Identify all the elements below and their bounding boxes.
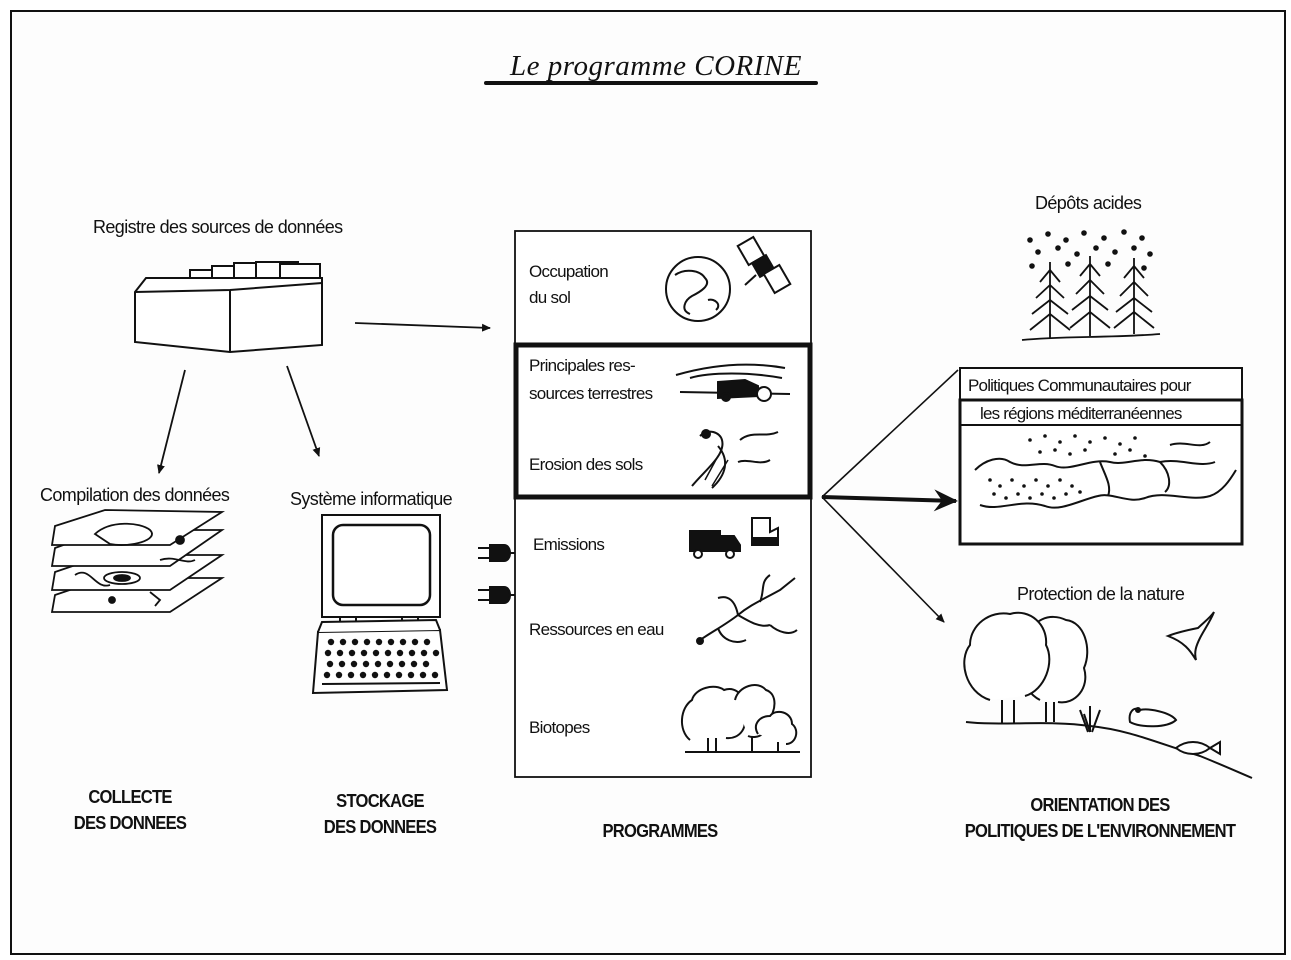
computer-icon [311,514,449,695]
politiques-line1: Politiques Communautaires pour [968,376,1191,395]
politiques-inner-box [958,398,1244,546]
title-underline [484,81,818,85]
arrow-to-protection [821,496,945,623]
nature-trees-icon [963,611,1089,724]
bird-icon [1165,611,1215,661]
programme-erosion: Erosion des sols [529,455,643,474]
satellite-icon [736,235,792,295]
system-label: Système informatique [290,489,453,509]
politiques-line2: les régions méditerranéennes [980,404,1182,423]
tractor-icon [675,363,791,402]
depots-label: Dépôts acides [1035,193,1142,213]
fish-icon [1174,740,1221,756]
arrow-registry-to-compilation [157,369,186,474]
erosion-icon [691,429,779,489]
connector-to-politiques-top [821,369,959,498]
map-dotted-area [988,434,1147,500]
page-title: Le programme CORINE [510,50,802,82]
keyboard-keys [323,638,440,679]
arrow-registry-to-programmes [354,322,491,332]
truck-icon [689,530,741,559]
programme-emissions: Emissions [533,535,605,554]
caption-collecte-line2: DES DONNEES [73,813,187,833]
caption-orientation: ORIENTATION DES POLITIQUES DE L'ENVIRONN… [953,792,1247,844]
mediterranean-map-icon [974,441,1237,509]
caption-orientation-line2: POLITIQUES DE L'ENVIRONNEMENT [964,821,1236,841]
programme-occupation-line2: du sol [529,288,571,307]
caption-collecte: COLLECTE DES DONNEES [56,784,203,836]
reed-icon [1079,706,1101,733]
plug-icons [478,544,515,604]
factory-icon [751,517,779,546]
caption-collecte-line1: COLLECTE [88,787,172,807]
programme-ressources-line1: Principales res- [529,356,636,375]
arrow-to-politiques [821,489,958,512]
caption-orientation-line1: ORIENTATION DES [1030,795,1170,815]
duck-icon [1128,707,1178,728]
programme-eau: Ressources en eau [529,620,664,639]
caption-stockage-line2: DES DONNEES [323,817,437,837]
biotope-trees-icon [681,684,800,753]
arrow-registry-to-system [286,365,321,457]
registry-label: Registre des sources de données [93,217,343,237]
programmes-highlight-box [513,342,813,500]
caption-stockage-line1: STOCKAGE [336,791,424,811]
protection-label: Protection de la nature [1017,584,1185,604]
compilation-label: Compilation des données [40,485,230,505]
river-network-icon [696,574,798,645]
map-layers-icon [50,509,226,613]
caption-programmes: PROGRAMMES [602,821,718,841]
pine-trees-icon [1021,256,1161,341]
caption-stockage: STOCKAGE DES DONNEES [306,788,453,840]
acid-rain-dots [1027,229,1153,271]
file-box-icon [134,261,323,354]
programme-occupation-line1: Occupation [529,262,609,281]
globe-icon [665,256,731,322]
programme-ressources-line2: sources terrestres [529,384,653,403]
programme-biotopes: Biotopes [529,718,590,737]
ground-line [965,721,1253,779]
